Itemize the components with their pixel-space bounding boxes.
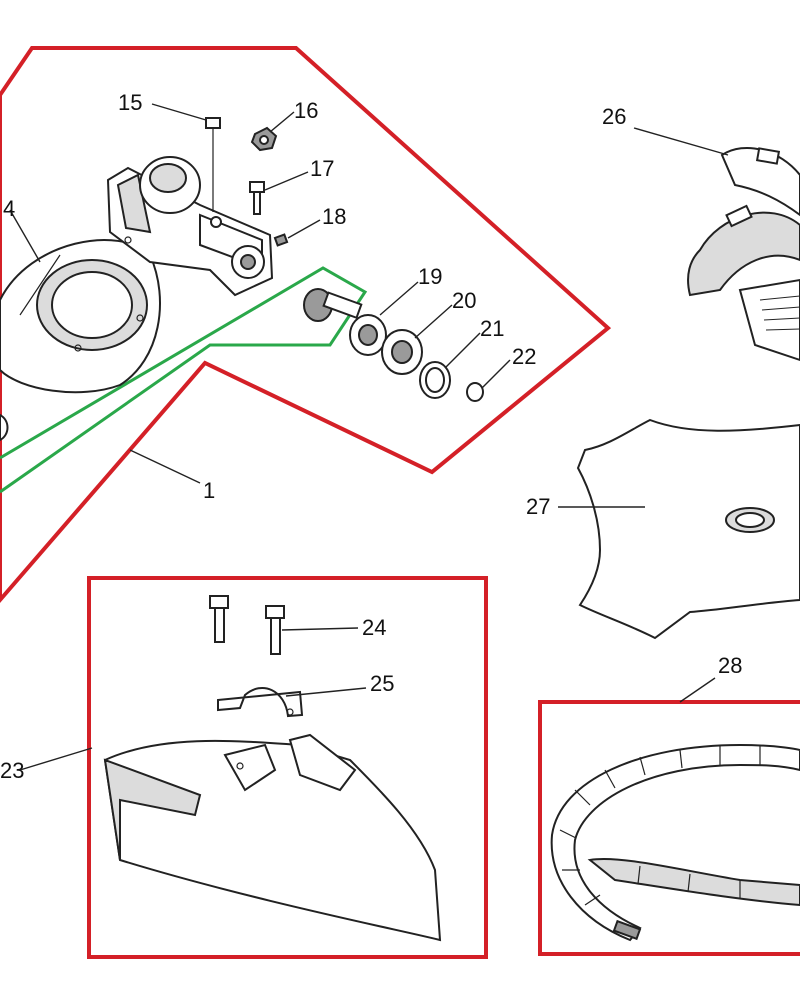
callout-26: 26 [602,104,627,129]
shoulder-harness-part-26 [687,146,800,362]
callout-1: 1 [203,478,216,503]
trimmer-cord-part-28 [550,743,800,942]
cutting-blade-part-27 [576,418,800,640]
callout-16: 16 [294,98,319,123]
red-outline-guard-group [87,576,488,959]
flange-plate-part [0,239,161,442]
callout-24: 24 [362,615,387,640]
grass-guard-part-23 [103,733,442,942]
callout-4: 4 [3,196,16,221]
callout-21: 21 [480,316,505,341]
callout-17: 17 [310,156,335,181]
callout-19: 19 [418,264,443,289]
snap-ring-part-21 [419,361,451,399]
callout-15: 15 [118,90,143,115]
callout-23: 23 [0,758,25,783]
gear-shaft-part-19 [303,288,363,322]
nut-part-16 [250,126,278,152]
washer-part-22 [466,382,484,402]
green-outline-shaft [0,266,368,494]
bearing-part-19 [349,314,387,356]
callout-22: 22 [512,344,537,369]
callout-18: 18 [322,204,347,229]
plug-part-18 [273,233,289,247]
gearbox-housing-part [106,156,274,297]
red-outline-gearbox-group [0,46,612,604]
bolt-part-15 [205,117,221,212]
bearing-part-20 [381,329,423,375]
callout-25: 25 [370,671,395,696]
leader-lines [9,103,729,771]
callout-28: 28 [718,653,743,678]
red-outline-cord-group [538,700,800,956]
screw-part-17 [249,181,265,215]
callout-20: 20 [452,288,477,313]
guard-bolts-part-24 [209,595,285,655]
callout-27: 27 [526,494,551,519]
clamp-bracket-part-25 [217,687,304,718]
